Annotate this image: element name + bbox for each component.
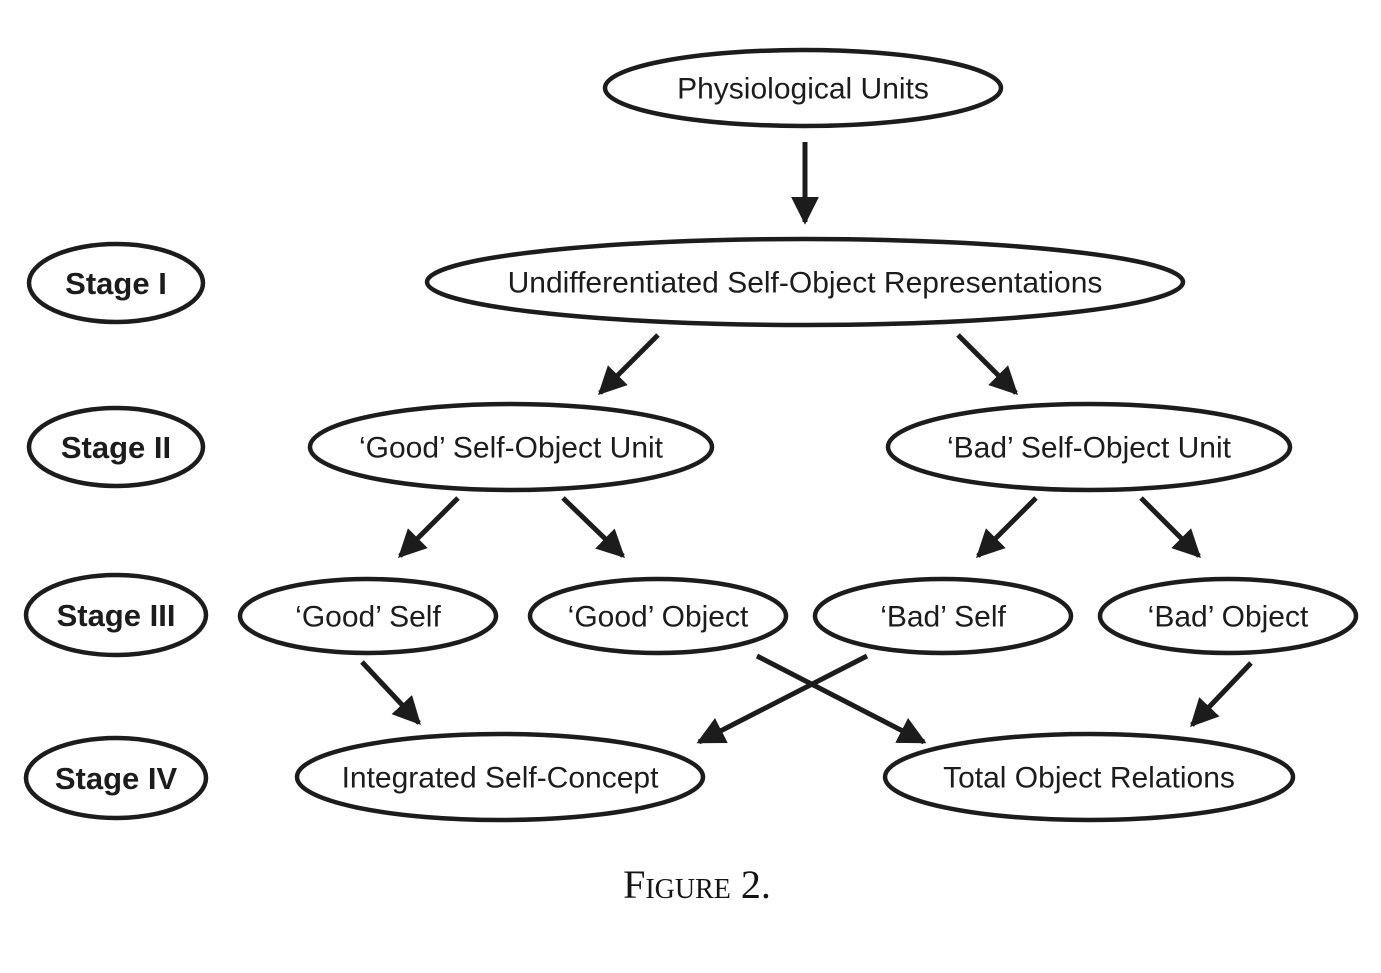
stage-label-4: Stage IV (23, 735, 209, 821)
stage-label-4-text: Stage IV (55, 761, 178, 796)
edge-group (360, 142, 1253, 745)
arrow-bad-self-object-unit-to-bad-object (1139, 496, 1201, 558)
arrow-good-self-object-unit-to-good-self (398, 496, 460, 558)
node-good-self-text: ‘Good’ Self (295, 601, 441, 634)
stage-label-3-text: Stage III (57, 598, 176, 633)
node-bad-object: ‘Bad’ Object (1097, 576, 1359, 656)
node-integrated-self-concept-text: Integrated Self-Concept (342, 762, 660, 795)
node-total-object-relations: Total Object Relations (882, 731, 1296, 823)
figure-caption: Figure 2. (623, 862, 771, 907)
stage-label-2-text: Stage II (61, 430, 171, 465)
stage-label-1: Stage I (26, 241, 206, 325)
arrow-good-self-object-unit-to-good-object (561, 496, 626, 558)
node-total-object-relations-text: Total Object Relations (943, 762, 1235, 795)
node-bad-self: ‘Bad’ Self (812, 576, 1074, 656)
node-bad-object-text: ‘Bad’ Object (1148, 601, 1309, 634)
node-good-object: ‘Good’ Object (527, 576, 789, 656)
node-bad-self-text: ‘Bad’ Self (880, 601, 1006, 634)
stage-label-1-text: Stage I (65, 266, 167, 301)
arrow-bad-self-to-integrated-self-concept (696, 653, 869, 745)
node-bad-self-object-unit: ‘Bad’ Self-Object Unit (885, 401, 1293, 493)
node-physiological-units-text: Physiological Units (677, 73, 929, 106)
arrow-undifferentiated-to-good-self-object-unit (598, 333, 660, 395)
node-good-self-object-unit-text: ‘Good’ Self-Object Unit (359, 432, 664, 465)
arrow-bad-object-to-total-object-relations (1190, 661, 1253, 728)
arrow-good-object-to-total-object-relations (755, 653, 927, 745)
node-good-self-object-unit: ‘Good’ Self-Object Unit (307, 401, 715, 493)
node-undifferentiated-self-object-representations: Undifferentiated Self-Object Representat… (424, 236, 1186, 328)
node-good-self: ‘Good’ Self (237, 576, 499, 656)
stage-label-3: Stage III (23, 572, 209, 658)
node-bad-self-object-unit-text: ‘Bad’ Self-Object Unit (947, 432, 1232, 465)
node-good-object-text: ‘Good’ Object (568, 601, 749, 634)
arrow-undifferentiated-to-bad-self-object-unit (956, 333, 1018, 395)
node-integrated-self-concept: Integrated Self-Concept (294, 731, 706, 823)
stage-label-2: Stage II (26, 405, 206, 489)
node-undifferentiated-text: Undifferentiated Self-Object Representat… (508, 267, 1103, 300)
arrow-bad-self-object-unit-to-bad-self (976, 496, 1038, 558)
node-physiological-units: Physiological Units (602, 47, 1004, 129)
arrow-good-self-to-integrated-self-concept (360, 660, 421, 726)
